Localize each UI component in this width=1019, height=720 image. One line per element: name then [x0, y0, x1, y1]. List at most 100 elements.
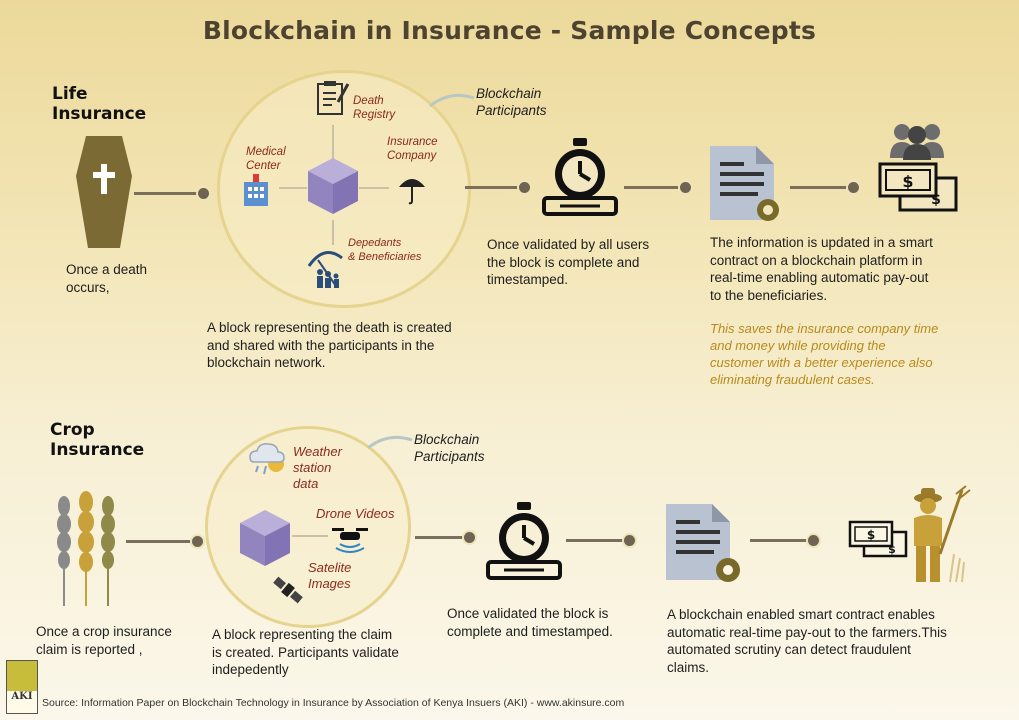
document-gear-icon	[710, 146, 779, 221]
farmer-icon	[914, 485, 971, 583]
connector-dot	[517, 180, 532, 195]
crop-validated-text: Once validated the block is complete and…	[447, 605, 613, 640]
stopwatch-icon	[542, 138, 618, 216]
svg-text:$: $	[888, 543, 896, 556]
connector-dot	[190, 534, 205, 549]
connector-line	[134, 192, 202, 195]
drone-videos-label: Drone Videos	[316, 506, 395, 521]
insurance-company-line1: Insurance	[387, 136, 438, 148]
stopwatch-icon	[486, 502, 562, 580]
svg-text:$: $	[867, 528, 875, 542]
satellite-images-label: Satelite Images	[308, 560, 351, 592]
crop-heading-line1: Crop	[50, 420, 95, 440]
connector-line	[126, 540, 194, 543]
life-smart-line1: The information is updated in a smart	[710, 235, 933, 250]
death-registry-line1: Death	[353, 95, 384, 107]
dependants-line2: & Beneficiaries	[348, 251, 422, 263]
life-validated-line1: Once validated by all users	[487, 237, 650, 252]
life-participants-label: Blockchain Participants	[476, 85, 547, 119]
svg-text:$: $	[931, 192, 941, 208]
death-registry-line2: Registry	[353, 109, 396, 121]
medical-center-label: Medical Center	[246, 145, 286, 173]
connector-line	[415, 536, 467, 539]
drone-icon	[332, 528, 368, 553]
participants-arc	[367, 435, 413, 450]
life-block-line1: A block representing the death is create…	[207, 320, 452, 335]
life-start-line2: occurs,	[66, 279, 110, 295]
dependants-line1: Depedants	[348, 237, 402, 249]
cube-icon	[308, 158, 358, 214]
crop-start-line2: claim is reported ,	[36, 641, 143, 657]
crop-block-line1: A block representing the claim	[212, 627, 393, 642]
crop-smart-line2: automatic real-time pay-out to the farme…	[667, 624, 947, 640]
crop-heading-line2: Insurance	[50, 440, 145, 460]
death-registry-label: Death Registry	[353, 94, 395, 122]
life-smart-line3: real-time enabling automatic pay-out	[710, 270, 929, 285]
life-validated-line2: the block is complete and	[487, 254, 640, 270]
life-block-line3: blockchain network.	[207, 355, 326, 370]
connector-dot	[806, 533, 821, 548]
life-note-text: This saves the insurance company time an…	[710, 320, 938, 388]
life-block-text: A block representing the death is create…	[207, 319, 452, 372]
crop-smart-line4: claims.	[667, 659, 710, 675]
life-heading-line1: Life	[52, 84, 88, 104]
hospital-icon	[244, 174, 268, 206]
connector-dot	[846, 180, 861, 195]
life-start-line1: Once a death	[66, 262, 148, 277]
weather-line3: data	[293, 476, 319, 491]
life-smart-contract-text: The information is updated in a smart co…	[710, 234, 933, 304]
life-block-line2: and shared with the participants in the	[207, 337, 435, 353]
crop-block-line2: is created. Participants validate	[212, 644, 399, 660]
crop-participants-line1: Blockchain	[414, 432, 480, 447]
page-title: Blockchain in Insurance - Sample Concept…	[202, 16, 817, 45]
life-smart-line4: to the beneficiaries.	[710, 287, 828, 303]
connector-line	[465, 186, 523, 189]
insurance-company-label: Insurance Company	[387, 135, 438, 163]
family-umbrella-icon	[307, 251, 343, 288]
notepad-icon	[317, 81, 350, 115]
crop-start-text: Once a crop insurance claim is reported …	[36, 623, 172, 658]
aki-logo: AKI	[6, 660, 38, 714]
crop-block-line3: indepedently	[212, 662, 289, 677]
source-footer: Source: Information Paper on Blockchain …	[42, 697, 625, 709]
life-note-line4: eliminating fraudulent cases.	[710, 372, 875, 387]
weather-station-label: Weather station data	[293, 444, 342, 492]
aki-logo-text: AKI	[11, 691, 33, 702]
crop-block-text: A block representing the claim is create…	[212, 626, 399, 679]
life-validated-text: Once validated by all users the block is…	[487, 236, 649, 289]
weather-line1: Weather	[293, 444, 342, 459]
wheat-icon	[57, 491, 115, 606]
crop-network-lines	[292, 535, 328, 537]
satellite-icon	[273, 576, 303, 604]
crop-smart-line1: A blockchain enabled smart contract enab…	[667, 607, 935, 622]
umbrella-icon	[399, 179, 425, 205]
insurance-company-line2: Company	[387, 150, 437, 162]
life-note-line3: customer with a better experience also	[710, 355, 933, 370]
cube-icon	[240, 510, 290, 566]
aki-logo-emblem	[7, 661, 37, 691]
crop-smart-contract-text: A blockchain enabled smart contract enab…	[667, 606, 947, 676]
connector-line	[750, 539, 812, 542]
people-icon	[890, 124, 944, 160]
life-network-lines	[279, 125, 389, 245]
money-icon: $ $	[878, 162, 958, 212]
dependants-label: Depedants & Beneficiaries	[348, 236, 421, 264]
life-heading-line2: Insurance	[52, 104, 147, 124]
connector-dot	[678, 180, 693, 195]
medical-center-line1: Medical	[246, 146, 286, 158]
coffin-icon	[76, 136, 132, 248]
medical-center-line2: Center	[246, 160, 281, 172]
crop-participants-line2: Participants	[414, 449, 485, 464]
crop-insurance-heading: Crop Insurance	[50, 420, 144, 460]
life-participants-line2: Participants	[476, 103, 547, 118]
weather-line2: station	[293, 460, 332, 475]
life-validated-line3: timestamped.	[487, 272, 569, 287]
document-gear-icon	[666, 504, 740, 582]
life-start-text: Once a death occurs,	[66, 261, 147, 296]
svg-text:$: $	[902, 172, 913, 191]
connector-dot	[462, 530, 477, 545]
participants-arc	[429, 93, 475, 108]
connector-line	[566, 539, 628, 542]
life-participants-line1: Blockchain	[476, 86, 542, 101]
crop-validated-line2: complete and timestamped.	[447, 623, 613, 639]
